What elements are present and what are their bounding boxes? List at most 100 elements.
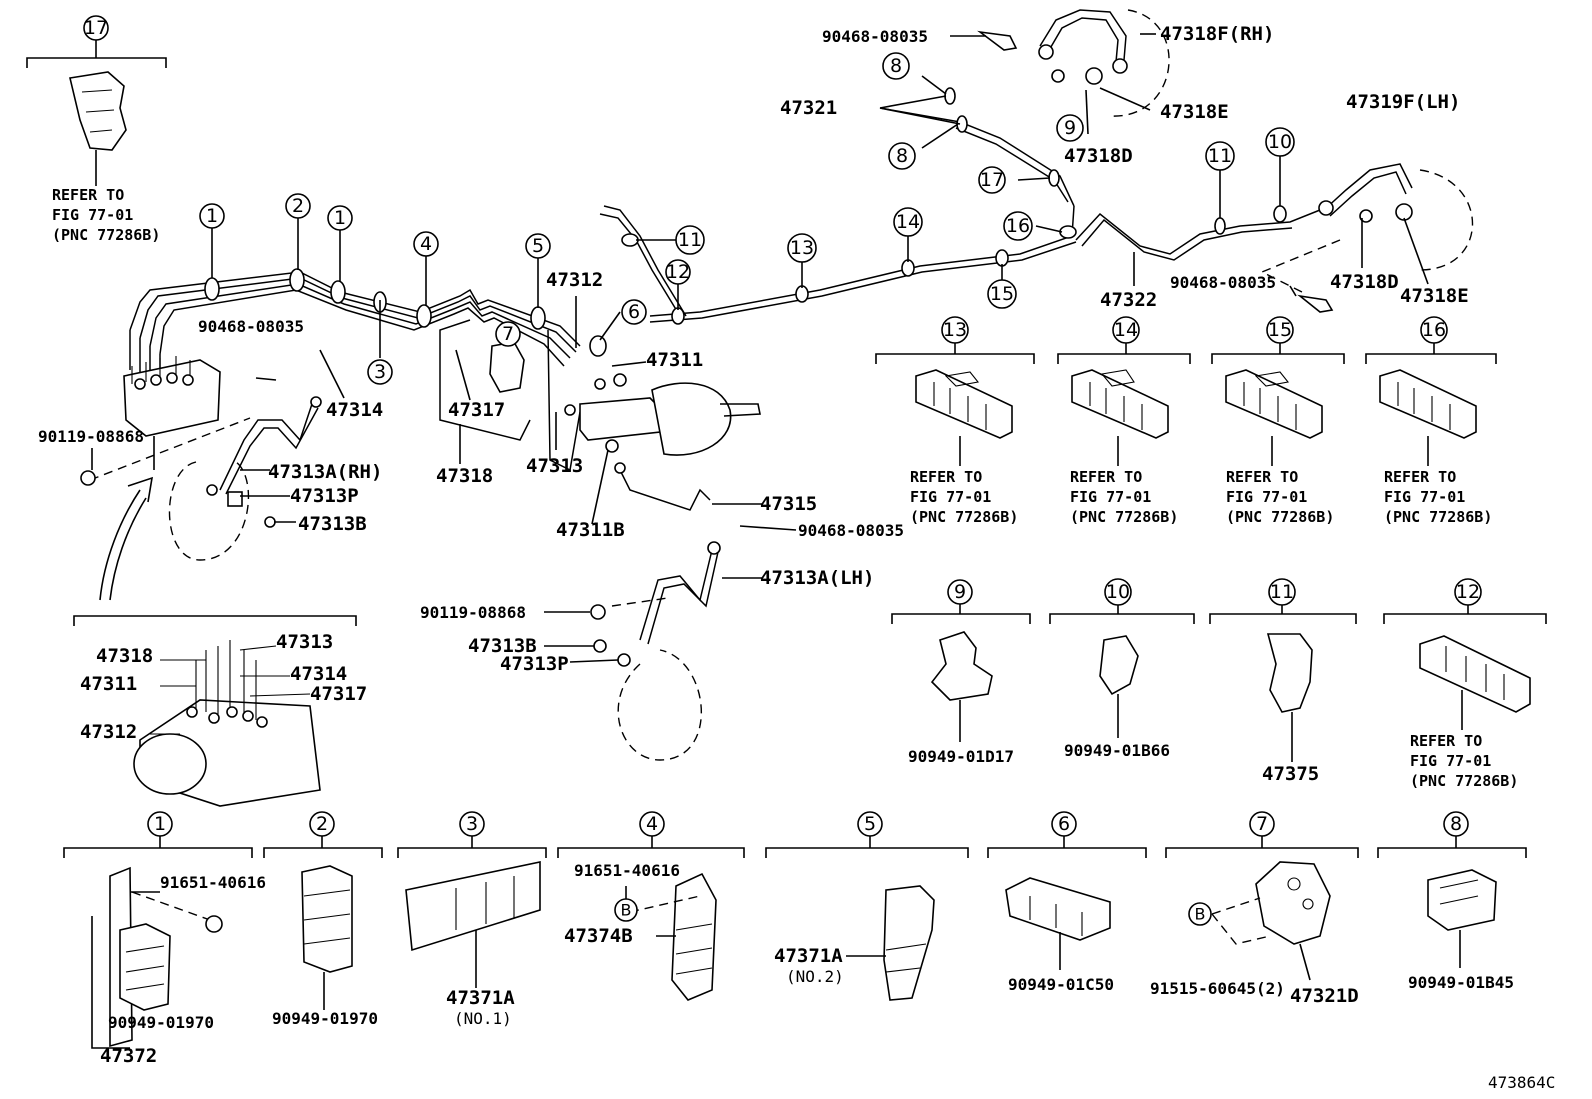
callout-11-a: 11 — [675, 225, 705, 255]
part-label-c17: 17 — [84, 17, 108, 39]
refer-16-l3: (PNC 77286B) — [1384, 508, 1492, 526]
callout-5-a: 5 — [525, 233, 551, 259]
part-label-p47313b-b: 47313B — [468, 635, 537, 657]
figure-code: 473864C — [1488, 1073, 1555, 1092]
part-label-c1: 1 — [206, 205, 218, 227]
part-label-p47318: 47318 — [436, 465, 493, 487]
part-label-c15: 15 — [990, 283, 1014, 305]
part-label-d1-clamp: 90949-01970 — [108, 1013, 214, 1032]
refer-17-l3: (PNC 77286B) — [52, 226, 160, 244]
part-label-d5-sub: (NO.2) — [786, 967, 844, 986]
part-label-c17: 17 — [980, 169, 1004, 191]
part-label-c5: 5 — [864, 813, 876, 835]
callout-1-c: 1 — [147, 811, 173, 837]
refer-16-l2: FIG 77-01 — [1384, 488, 1465, 506]
refer-12-l2: FIG 77-01 — [1410, 752, 1491, 770]
callout-17-top: 17 — [83, 15, 109, 41]
part-label-c12: 12 — [666, 261, 690, 283]
part-label-d5-part: 47371A — [774, 945, 843, 967]
master-cylinder — [564, 373, 761, 474]
part-label-d1-bracket: 47372 — [100, 1045, 157, 1067]
part-label-p47318d-b: 47318D — [1330, 271, 1399, 293]
part-label-c11: 11 — [1208, 145, 1232, 167]
part-label-c11: 11 — [678, 229, 702, 251]
refer-15-l2: FIG 77-01 — [1226, 488, 1307, 506]
refer-14-l3: (PNC 77286B) — [1070, 508, 1178, 526]
part-label-d1-bolt: 91651-40616 — [160, 873, 266, 892]
callout-1-b: 1 — [327, 205, 353, 231]
callout-9-a: 9 — [1056, 114, 1084, 142]
part-label-p47317: 47317 — [448, 399, 505, 421]
callout-14-b: 14 — [1112, 316, 1140, 344]
callout-16-a: 16 — [1003, 211, 1033, 241]
part-label-c1: 1 — [334, 207, 346, 229]
part-label-p47313b-a: 47313B — [298, 513, 367, 535]
callout-12-a: 12 — [665, 259, 691, 285]
part-label-c3: 3 — [374, 361, 386, 383]
part-label-d2-clamp: 90949-01970 — [272, 1009, 378, 1028]
part-label-c3: 3 — [466, 813, 478, 835]
part-label-a47311: 47311 — [80, 673, 137, 695]
refer-13-l3: (PNC 77286B) — [910, 508, 1018, 526]
part-label-c6: 6 — [628, 301, 640, 323]
part-label-a47312: 47312 — [80, 721, 137, 743]
part-label-p47322: 47322 — [1100, 289, 1157, 311]
refer-17-l2: FIG 77-01 — [52, 206, 133, 224]
part-label-c2: 2 — [292, 195, 304, 217]
part-label-p47313a-rh: 47313A(RH) — [268, 461, 382, 483]
part-label-c14: 14 — [1114, 319, 1138, 341]
part-label-a47317: 47317 — [310, 683, 367, 705]
part-label-d8-part: 90949-01B45 — [1408, 973, 1514, 992]
callout-13-a: 13 — [787, 233, 817, 263]
callout-7-a: 7 — [495, 321, 521, 347]
refer-13-l2: FIG 77-01 — [910, 488, 991, 506]
part-label-p47312: 47312 — [546, 269, 603, 291]
part-label-c12: 12 — [1456, 581, 1480, 603]
part-label-c11: 11 — [1270, 581, 1294, 603]
part-label-p47313a-lh: 47313A(LH) — [760, 567, 874, 589]
part-label-c9: 9 — [954, 581, 966, 603]
callout-4-a: 4 — [413, 231, 439, 257]
callout-15-a: 15 — [987, 279, 1017, 309]
part-label-p90119-08868-b: 90119-08868 — [420, 603, 526, 622]
part-label-c10: 10 — [1268, 131, 1292, 153]
callout-17-a: 17 — [978, 166, 1006, 194]
part-label-c8: 8 — [1450, 813, 1462, 835]
abs-inset — [73, 615, 357, 807]
part-label-p47321: 47321 — [780, 97, 837, 119]
part-label-c14: 14 — [896, 211, 920, 233]
refer-15-l3: (PNC 77286B) — [1226, 508, 1334, 526]
callout-8-b: 8 — [888, 142, 916, 170]
leaders — [91, 33, 1429, 957]
part-label-p47314: 47314 — [326, 399, 383, 421]
part-label-p47318f: 47318F(RH) — [1160, 23, 1274, 45]
callout-6-a: 6 — [621, 299, 647, 325]
callout-12-b: 12 — [1454, 578, 1482, 606]
callout-3-b: 3 — [459, 811, 485, 837]
part-label-a47314: 47314 — [290, 663, 347, 685]
refer-15-l1: REFER TO — [1226, 468, 1298, 486]
callout-4-b: 4 — [639, 811, 665, 837]
callout-16-b: 16 — [1420, 316, 1448, 344]
callout-11-b: 11 — [1205, 141, 1235, 171]
part-label-p47315: 47315 — [760, 493, 817, 515]
refer-14-l2: FIG 77-01 — [1070, 488, 1151, 506]
part-label-d9-part: 90949-01D17 — [908, 747, 1014, 766]
callout-10-b: 10 — [1104, 578, 1132, 606]
clips-13-16 — [915, 369, 1477, 466]
bottom-parts — [91, 861, 1497, 1049]
callout-13-b: 13 — [941, 316, 969, 344]
detail-17 — [26, 40, 167, 186]
part-label-c16: 16 — [1422, 319, 1446, 341]
part-label-d6-part: 90949-01C50 — [1008, 975, 1114, 994]
part-label-c8: 8 — [890, 55, 902, 77]
callout-10-a: 10 — [1265, 127, 1295, 157]
line-clips — [204, 87, 1287, 393]
part-label-c9: 9 — [1064, 117, 1076, 139]
part-label-c4: 4 — [646, 813, 658, 835]
part-label-b: B — [621, 901, 632, 920]
part-label-p90468-08035-b: 90468-08035 — [1170, 273, 1276, 292]
callouts: 17 1 2 1 4 5 3 6 7 11 12 13 14 16 15 17 … — [83, 15, 1482, 926]
